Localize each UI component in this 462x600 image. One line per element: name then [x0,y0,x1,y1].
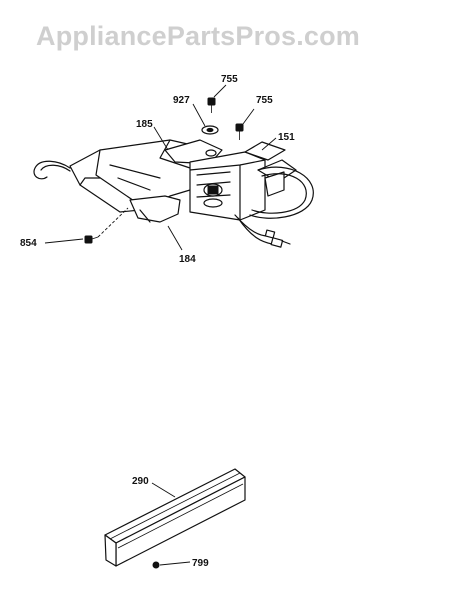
part-label-854: 854 [20,238,37,249]
watermark-text: AppliancePartsPros.com [36,21,360,51]
part-label-755-left: 755 [221,74,238,85]
trim-strip-drawing [104,468,246,567]
part-label-799: 799 [192,558,209,569]
screw-799 [152,561,160,569]
part-label-184: 184 [179,254,196,265]
part-label-290: 290 [132,476,149,487]
part-label-755-right: 755 [256,95,273,106]
part-label-185: 185 [136,119,153,130]
screw-755-left [207,97,216,113]
screw-854 [84,207,129,244]
part-label-151: 151 [278,132,295,143]
leader-799 [159,561,191,566]
washer-927 [201,125,219,135]
leader-290 [151,482,176,498]
screw-755-right [235,123,244,140]
part-label-927: 927 [173,95,190,106]
leader-lines [44,84,277,251]
motor-assembly-drawing [33,139,314,248]
